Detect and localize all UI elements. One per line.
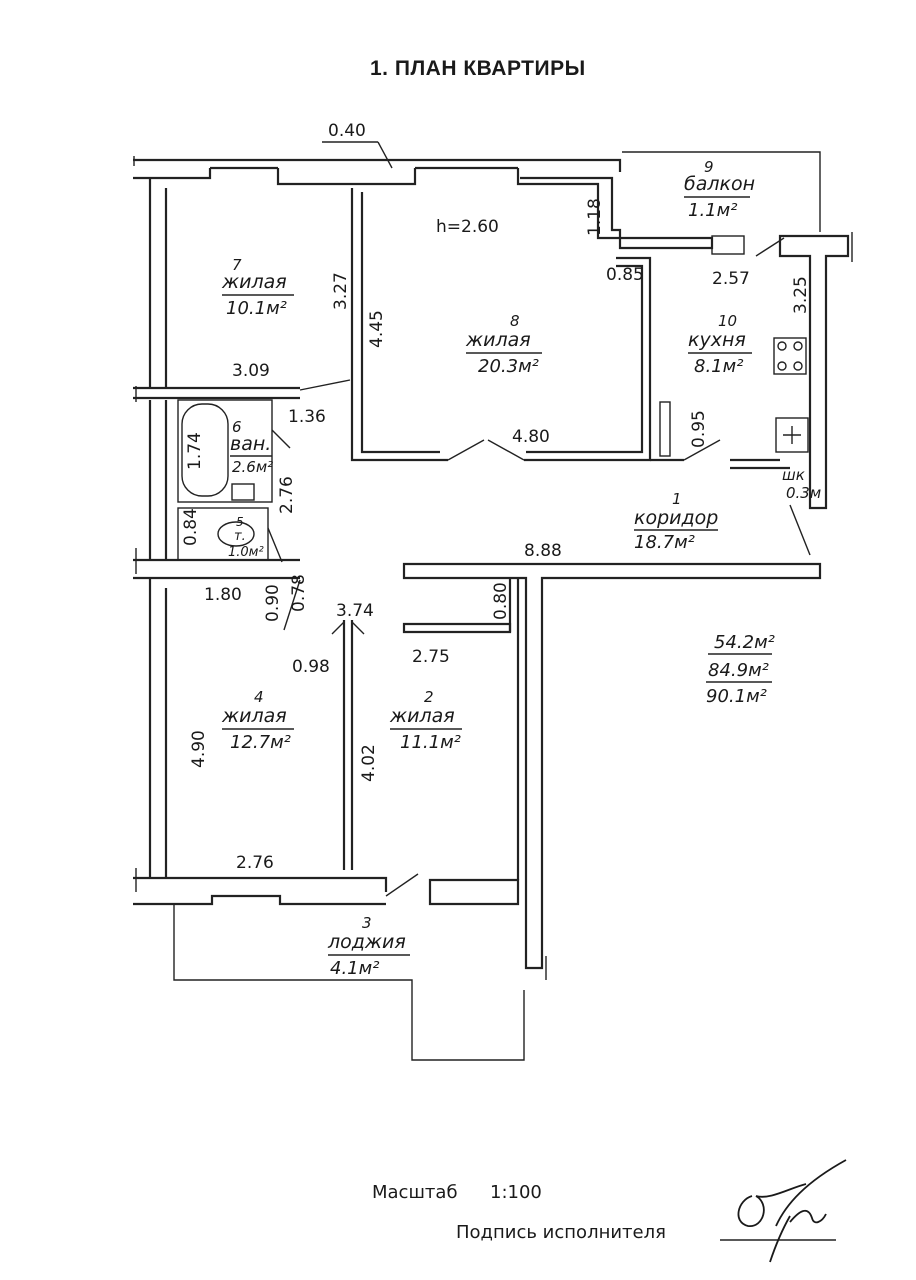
dim-0-98: 0.98 — [292, 657, 330, 677]
loggia-number: 3 — [362, 914, 372, 932]
dim-2-57: 2.57 — [712, 269, 750, 289]
kitchen-name: кухня — [688, 329, 746, 351]
wc-name: т. — [234, 529, 246, 544]
room4-area: 12.7м² — [230, 732, 291, 753]
room7-area: 10.1м² — [226, 298, 287, 319]
corridor-area: 18.7м² — [634, 532, 695, 553]
room-labels: 9 балкон 1.1м² 7 жилая 10.1м² 8 жилая 20… — [221, 158, 821, 979]
room4-name: жилая — [221, 705, 287, 727]
signature-label: Подпись исполнителя — [456, 1222, 666, 1243]
stove-icon — [773, 337, 807, 375]
room8-area: 20.3м² — [478, 356, 539, 377]
ceiling-height: h=2.60 — [436, 217, 499, 237]
balcony-area: 1.1м² — [688, 200, 737, 221]
balcony-outline — [622, 151, 821, 232]
room2-area: 11.1м² — [400, 732, 461, 753]
dim-3-09: 3.09 — [232, 361, 270, 381]
bathtub-icon — [181, 403, 229, 497]
total-area-with-balcony: 90.1м² — [706, 686, 767, 707]
room7-name: жилая — [221, 271, 287, 293]
dimensions: 0.40 1.18 0.85 2.57 3.25 3.27 4.45 3.09 … — [181, 121, 811, 873]
room8-number: 8 — [510, 312, 520, 330]
corridor-bottom-wall — [402, 562, 822, 970]
bottom-exterior-wall — [133, 876, 520, 906]
closet-area: 0.3м — [786, 484, 821, 502]
room2-number: 2 — [424, 688, 434, 706]
dim-0-95: 0.95 — [689, 410, 709, 448]
dim-4-45: 4.45 — [367, 310, 387, 348]
corridor-name: коридор — [634, 507, 718, 529]
scale-label: Масштаб — [372, 1182, 458, 1203]
scale-value: 1:100 — [490, 1182, 542, 1203]
loggia-outline — [173, 904, 525, 1061]
dim-3-25: 3.25 — [791, 276, 811, 314]
dim-8-88: 8.88 — [524, 541, 562, 561]
dim-0-78: 0.78 — [289, 574, 309, 612]
dim-2-75: 2.75 — [412, 647, 450, 667]
room4-number: 4 — [254, 688, 264, 706]
dim-3-74: 3.74 — [336, 601, 374, 621]
dim-0-84: 0.84 — [181, 508, 201, 546]
walls — [133, 151, 853, 1061]
dim-0-85: 0.85 — [606, 265, 644, 285]
bath-block — [177, 399, 273, 503]
bath-area: 2.6м² — [232, 458, 273, 476]
bath-name: ван. — [230, 433, 271, 455]
dim-1-80: 1.80 — [204, 585, 242, 605]
living-area-total: 54.2м² — [714, 632, 775, 653]
room8-name: жилая — [465, 329, 531, 351]
room2-name: жилая — [389, 705, 455, 727]
kitchen-number: 10 — [718, 312, 737, 330]
total-area: 84.9м² — [708, 660, 769, 681]
doors — [267, 237, 811, 897]
top-exterior-wall — [133, 158, 714, 250]
toilet-icon — [217, 521, 255, 547]
dim-1-36: 1.36 — [288, 407, 326, 427]
loggia-area: 4.1м² — [330, 958, 379, 979]
wc-number: 5 — [236, 515, 244, 529]
fixtures — [181, 337, 809, 547]
dim-4-80: 4.80 — [512, 427, 550, 447]
signature-mark — [737, 1159, 847, 1263]
dim-2-76-horizontal: 2.76 — [236, 853, 274, 873]
dim-4-02: 4.02 — [359, 744, 379, 782]
plan-title: 1. ПЛАН КВАРТИРЫ — [370, 57, 586, 80]
sink-icon — [231, 483, 255, 501]
closet-name: шк — [782, 466, 805, 484]
bath-number: 6 — [232, 418, 242, 436]
dim-1-74: 1.74 — [185, 432, 205, 470]
balcony-name: балкон — [684, 173, 755, 195]
room8-walls — [350, 188, 652, 462]
kitchen-sink-icon — [775, 417, 809, 453]
corridor-number: 1 — [672, 490, 682, 508]
area-totals: 54.2м² 84.9м² 90.1м² — [706, 632, 775, 707]
balcony-door-block — [711, 235, 745, 255]
dim-0-40: 0.40 — [328, 121, 366, 141]
room7-number: 7 — [232, 256, 242, 274]
loggia-name: лоджия — [327, 931, 406, 953]
kitchen-area: 8.1м² — [694, 356, 743, 377]
rooms-partition — [342, 620, 354, 870]
dim-3-27: 3.27 — [331, 272, 351, 310]
wc-area: 1.0м² — [228, 545, 264, 560]
balcony-number: 9 — [704, 158, 714, 176]
dim-2-76-vertical: 2.76 — [277, 476, 297, 514]
dim-4-90: 4.90 — [189, 730, 209, 768]
dim-0-80: 0.80 — [491, 582, 511, 620]
dim-0-90: 0.90 — [263, 584, 283, 622]
footer: Масштаб 1:100 Подпись исполнителя — [372, 1159, 847, 1263]
dim-1-18: 1.18 — [585, 198, 605, 236]
kitchen-right-wall — [778, 234, 850, 510]
wc-block — [177, 507, 269, 561]
left-exterior-wall — [148, 178, 168, 878]
